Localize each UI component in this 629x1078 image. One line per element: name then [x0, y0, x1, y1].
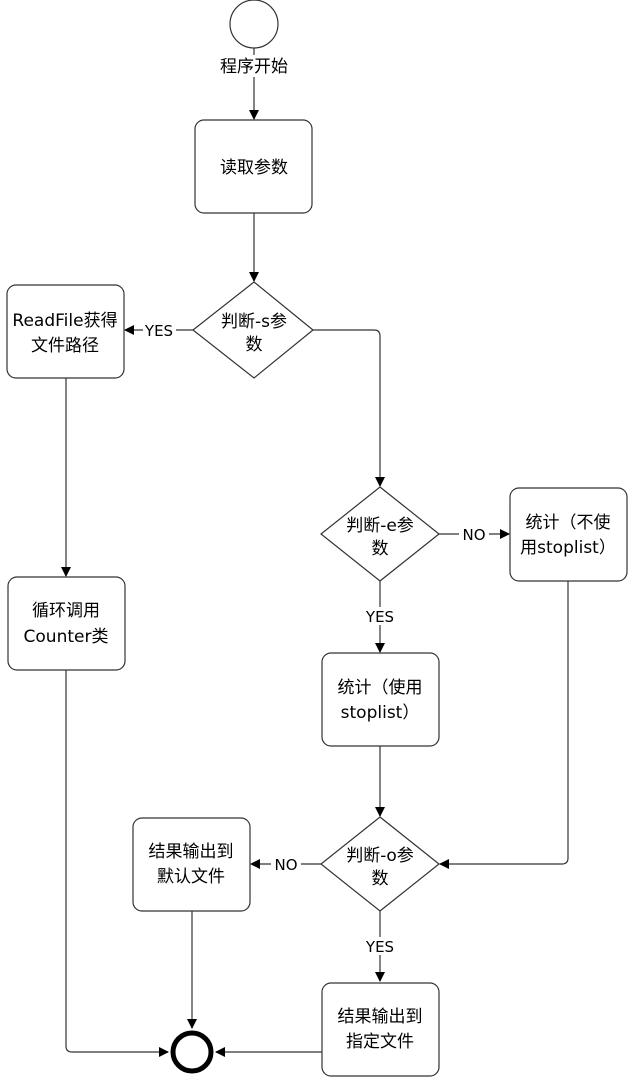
check-s-label-line1: 判断-s参	[221, 312, 287, 332]
decision-check-s: 判断-s参 数	[192, 281, 314, 379]
edges	[61, 48, 569, 1057]
loop-counter-label-line1: 循环调用	[32, 601, 100, 621]
check-o-label-line2: 数	[372, 869, 389, 889]
output-specified-label-line1: 结果输出到	[338, 1007, 423, 1027]
edge-label-check-o-no: NO	[274, 856, 297, 874]
output-default-label-line1: 结果输出到	[149, 842, 234, 862]
start-circle-icon	[229, 0, 279, 49]
check-e-label-line2: 数	[372, 539, 389, 559]
start-label: 程序开始	[220, 57, 288, 77]
edge-label-check-s-yes: YES	[144, 322, 173, 340]
edge-check-s-to-check-e	[313, 329, 385, 487]
check-e-label-line1: 判断-e参	[346, 516, 414, 536]
check-o-label-line1: 判断-o参	[346, 846, 414, 866]
process-count-stoplist: 统计（使用 stoplist）	[321, 652, 440, 747]
edge-labels: YES NO YES NO YES	[143, 321, 489, 956]
readfile-label-line1: ReadFile获得	[12, 311, 117, 331]
edge-loop-counter-to-end	[65, 670, 169, 1057]
edge-count-no-stoplist-to-check-o	[439, 581, 569, 869]
process-output-default: 结果输出到 默认文件	[132, 817, 251, 912]
edge-label-check-e-no: NO	[462, 526, 485, 544]
output-specified-label-line2: 指定文件	[346, 1032, 414, 1052]
process-count-no-stoplist: 统计（不使 用stoplist）	[509, 487, 628, 582]
start-node: 程序开始	[212, 0, 296, 77]
process-loop-counter: 循环调用 Counter类	[7, 576, 126, 671]
end-circle-icon	[170, 1030, 214, 1074]
count-stoplist-label-line1: 统计（使用	[338, 677, 423, 698]
decision-check-e: 判断-e参 数	[320, 486, 440, 582]
process-readfile: ReadFile获得 文件路径	[6, 284, 125, 379]
read-params-label: 读取参数	[220, 158, 288, 178]
edge-label-check-o-yes: YES	[365, 938, 394, 956]
process-output-specified: 结果输出到 指定文件	[321, 982, 440, 1077]
readfile-label-line2: 文件路径	[31, 336, 99, 356]
count-no-stoplist-label-line1: 统计（不使	[526, 512, 611, 533]
edge-label-check-e-yes: YES	[365, 608, 394, 626]
loop-counter-label-line2: Counter类	[24, 627, 109, 647]
count-stoplist-label-line2: stoplist）	[341, 703, 420, 723]
end-node	[170, 1030, 214, 1074]
decision-check-o: 判断-o参 数	[320, 816, 440, 912]
check-s-label-line2: 数	[246, 335, 263, 355]
output-default-label-line2: 默认文件	[157, 867, 225, 887]
count-no-stoplist-label-line2: 用stoplist）	[520, 538, 616, 558]
process-read-params: 读取参数	[194, 119, 313, 214]
